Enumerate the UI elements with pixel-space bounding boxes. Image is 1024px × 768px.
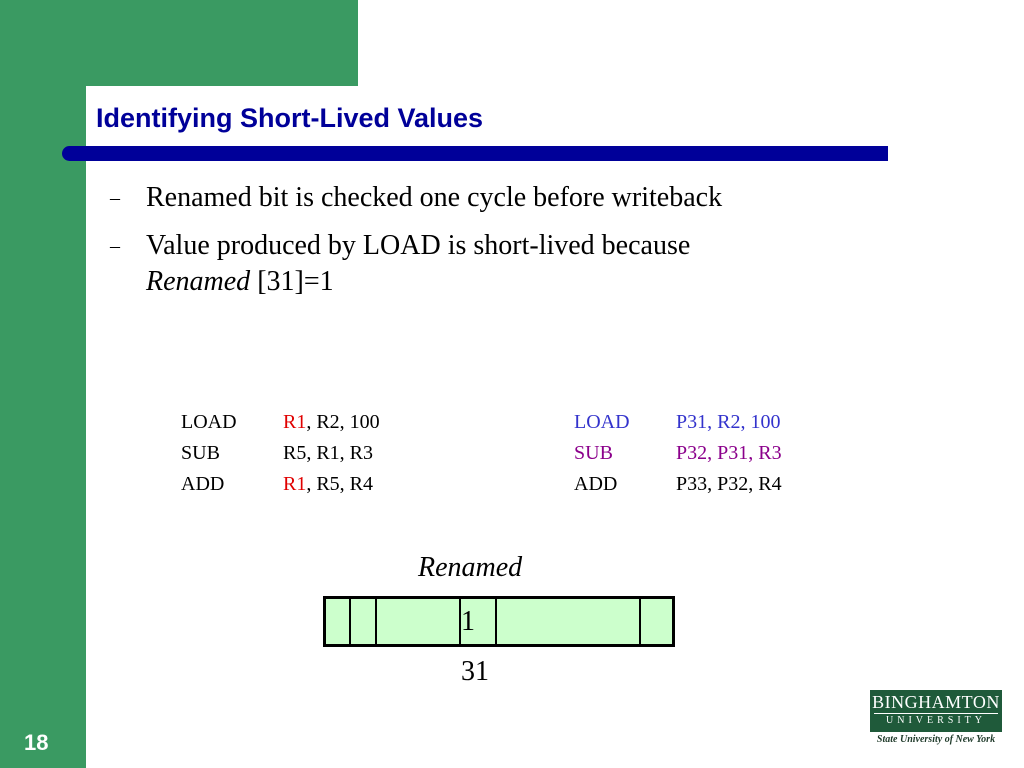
code-row: ADD R1, R5, R4 <box>181 469 501 500</box>
code-row: ADD P33, P32, R4 <box>574 469 894 500</box>
logo-university: UNIVERSITY <box>874 713 998 728</box>
bit-value: 1 <box>461 606 475 637</box>
frame-top-bar <box>0 0 358 86</box>
dest-register: R1 <box>283 411 307 433</box>
bit-index-label: 31 <box>461 656 489 687</box>
code-row: SUB R5, R1, R3 <box>181 438 501 469</box>
bullet-italic-term: Renamed <box>146 266 251 297</box>
slide-number: 18 <box>24 730 49 755</box>
code-row: SUB P32, P31, R3 <box>574 438 894 469</box>
opcode: LOAD <box>181 411 237 433</box>
operands: P33, P32, R4 <box>676 473 782 495</box>
dest-register: R1 <box>283 473 307 495</box>
bit-divider <box>375 599 377 644</box>
operands: P31, R2, 100 <box>676 411 781 433</box>
renamed-bitvector <box>323 596 675 647</box>
logo-name: BINGHAMTON <box>872 692 1000 712</box>
logo-box: BINGHAMTON UNIVERSITY <box>870 690 1002 732</box>
operands-rest: , R5, R4 <box>306 473 374 495</box>
opcode: LOAD <box>574 411 630 433</box>
bit-divider <box>639 599 641 644</box>
slide-title: Identifying Short-Lived Values <box>96 103 484 133</box>
opcode: SUB <box>574 442 613 464</box>
opcode: ADD <box>574 473 618 495</box>
bullet-text: Value produced by LOAD is short-lived be… <box>146 230 691 261</box>
bullet-dash: – <box>110 235 120 257</box>
bit-divider <box>495 599 497 644</box>
code-row: LOAD P31, R2, 100 <box>574 407 894 438</box>
logo-tagline: State University of New York <box>876 734 996 745</box>
opcode: SUB <box>181 442 220 464</box>
title-underline-bar <box>62 146 888 161</box>
bullet-item: – Renamed bit is checked one cycle befor… <box>110 180 722 216</box>
opcode: ADD <box>181 473 225 495</box>
bullet-item: – Value produced by LOAD is short-lived … <box>110 228 722 300</box>
operands: R1, R5, R4 <box>283 469 373 500</box>
renamed-code-block: LOAD P31, R2, 100 SUB P32, P31, R3 ADD P… <box>574 407 894 500</box>
bitvector-label: Renamed <box>418 552 523 583</box>
bullet-text-tail: [31]=1 <box>250 266 334 297</box>
bit-divider <box>349 599 351 644</box>
bit-divider <box>459 599 461 644</box>
operands: R1, R2, 100 <box>283 407 380 438</box>
operands: P32, P31, R3 <box>676 442 782 464</box>
frame-left-bar <box>0 0 86 768</box>
university-logo: BINGHAMTON UNIVERSITY State University o… <box>870 690 1002 752</box>
bullet-text: Renamed bit is checked one cycle before … <box>146 182 723 213</box>
operands: R5, R1, R3 <box>283 442 374 464</box>
bullet-dash: – <box>110 187 120 209</box>
original-code-block: LOAD R1, R2, 100 SUB R5, R1, R3 ADD R1, … <box>181 407 501 500</box>
operands-rest: , R2, 100 <box>306 411 380 433</box>
bullet-list: – Renamed bit is checked one cycle befor… <box>110 180 722 312</box>
code-row: LOAD R1, R2, 100 <box>181 407 501 438</box>
